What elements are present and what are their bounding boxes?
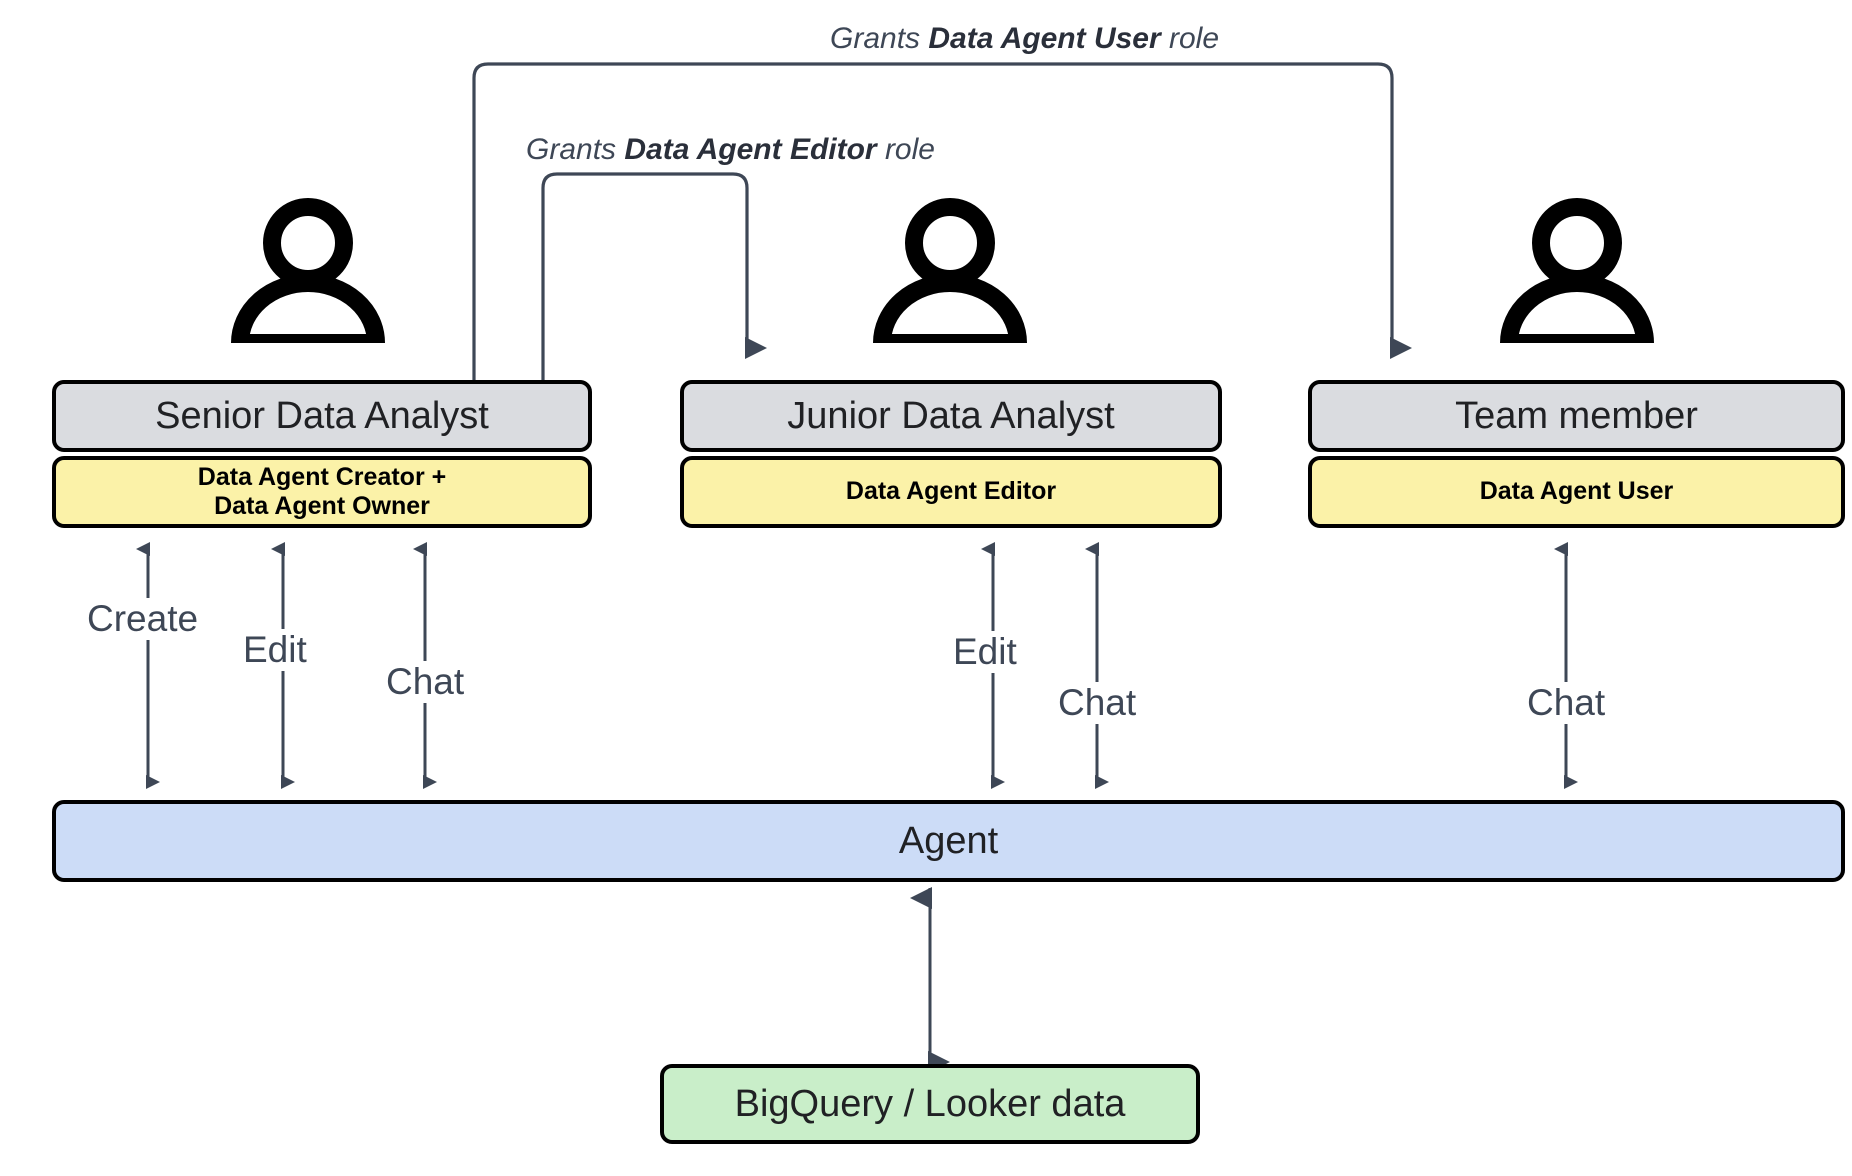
- role-badge-line-2: Data Agent Owner: [214, 492, 430, 520]
- grant-suffix: role: [1160, 22, 1220, 55]
- edge-label-senior-edit: Edit: [240, 629, 310, 671]
- agent-node[interactable]: Agent: [52, 800, 1845, 882]
- person-icon: [1497, 198, 1657, 352]
- grant-label-data-agent-editor: Grants Data Agent Editor role: [522, 133, 939, 167]
- persona-title-junior-data-analyst[interactable]: Junior Data Analyst: [680, 380, 1222, 452]
- edge-label-senior-create: Create: [84, 598, 202, 640]
- edge-label-junior-edit: Edit: [950, 631, 1020, 673]
- grant-role-name: Data Agent User: [928, 22, 1161, 55]
- role-badge-line-1: Data Agent Creator +: [197, 462, 447, 491]
- grant-role-name: Data Agent Editor: [624, 133, 877, 166]
- edge-label-junior-chat: Chat: [1055, 682, 1140, 724]
- edge-label-senior-chat: Chat: [383, 661, 468, 703]
- role-badge-senior-data-analyst[interactable]: Data Agent Creator + Data Agent Owner: [52, 456, 592, 528]
- data-source-node[interactable]: BigQuery / Looker data: [660, 1064, 1200, 1144]
- grant-prefix: Grants: [526, 133, 625, 166]
- grant-label-data-agent-user: Grants Data Agent User role: [826, 22, 1224, 56]
- persona-title-team-member[interactable]: Team member: [1308, 380, 1845, 452]
- grant-suffix: role: [876, 133, 935, 166]
- grant-prefix: Grants: [830, 22, 929, 55]
- persona-title-senior-data-analyst[interactable]: Senior Data Analyst: [52, 380, 592, 452]
- grant-connector-user: [472, 62, 1412, 380]
- role-badge-junior-data-analyst[interactable]: Data Agent Editor: [680, 456, 1222, 528]
- role-badge-team-member[interactable]: Data Agent User: [1308, 456, 1845, 528]
- person-icon: [228, 198, 388, 352]
- person-icon: [870, 198, 1030, 352]
- edge-label-team-chat: Chat: [1524, 682, 1609, 724]
- grant-connector-editor: [541, 172, 767, 380]
